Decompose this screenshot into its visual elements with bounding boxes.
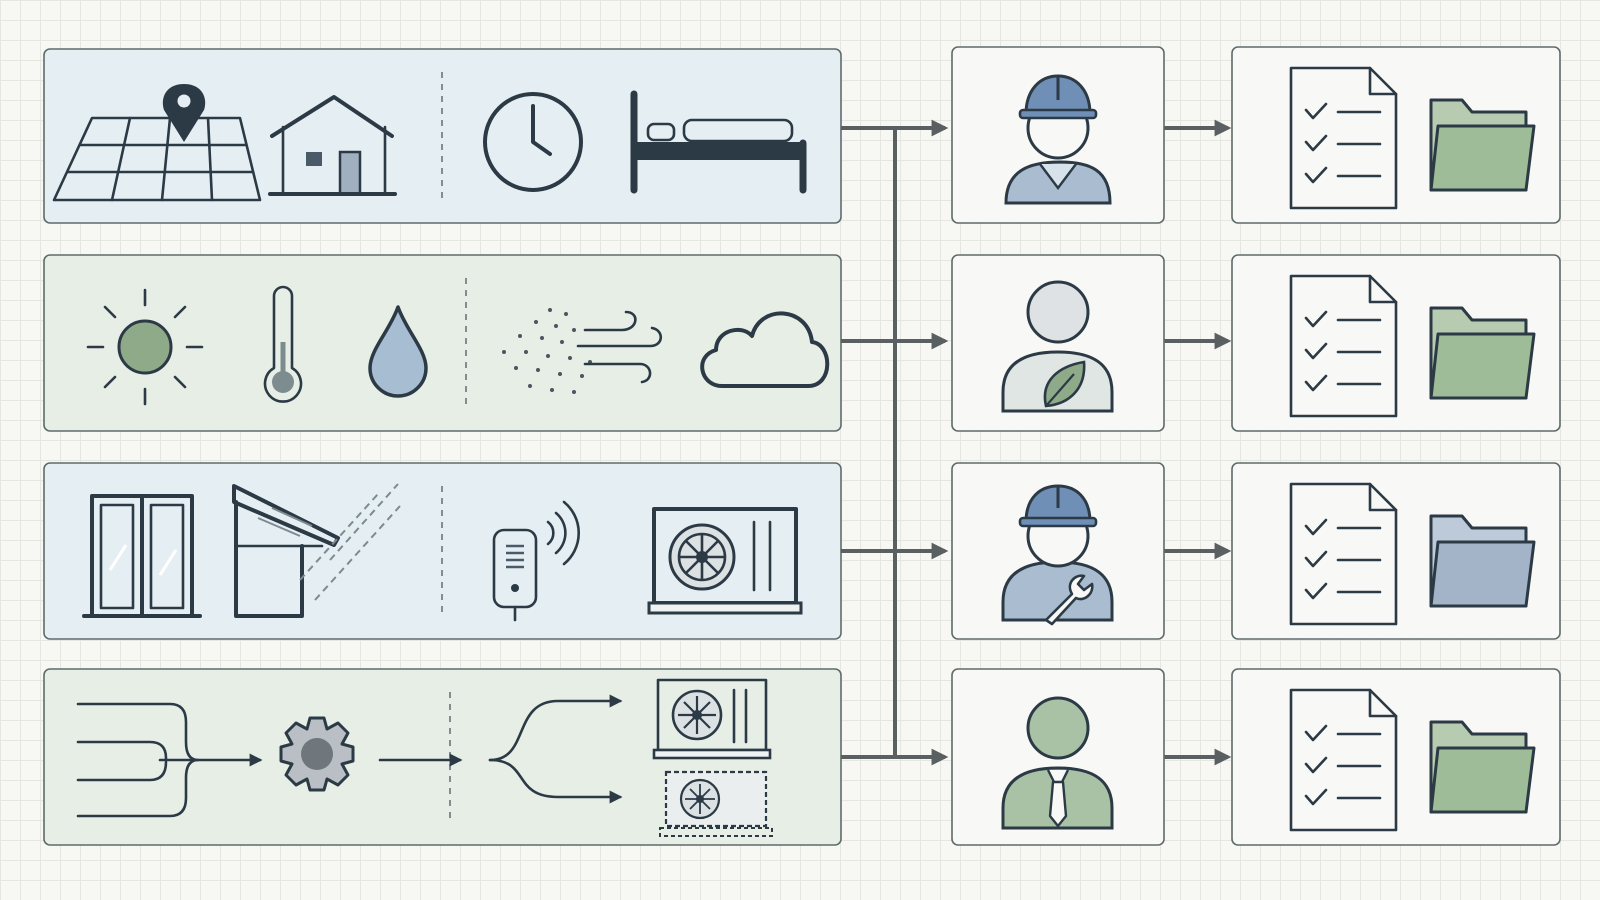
sun-icon <box>86 288 204 406</box>
checklist-document-icon <box>1289 688 1398 832</box>
checklist-document-icon <box>1289 482 1398 626</box>
environmental-expert-leaf-icon <box>1001 280 1114 413</box>
technician-wrench-icon <box>1001 484 1114 626</box>
green-folder-icon <box>1429 306 1536 400</box>
heat-pump-unit-icon <box>652 678 772 760</box>
green-folder-icon <box>1429 98 1536 192</box>
checklist-document-icon <box>1289 274 1398 418</box>
clock-icon <box>483 92 583 192</box>
thermometer-icon <box>263 285 303 403</box>
green-folder-icon <box>1429 720 1536 814</box>
wind-particles-icon <box>502 308 663 394</box>
wireless-sensor-icon <box>492 500 581 622</box>
window-icon <box>82 494 202 618</box>
manager-tie-icon <box>1001 696 1114 830</box>
heat-pump-unit-icon <box>647 507 803 615</box>
bed-icon <box>630 90 807 194</box>
gear-icon <box>279 716 355 792</box>
branching-arrows-icon <box>488 694 623 804</box>
house-icon <box>268 95 397 196</box>
checklist-document-icon <box>1289 66 1398 210</box>
cloud-icon <box>700 311 830 388</box>
water-drop-icon <box>368 305 428 398</box>
blue-folder-icon <box>1429 514 1536 608</box>
roof-overhang-icon <box>232 483 401 618</box>
engineer-hard-hat-icon <box>1004 74 1112 205</box>
output-connectors <box>1160 119 1232 766</box>
connector-bus <box>841 119 949 766</box>
optional-heat-pump-icon <box>659 770 773 837</box>
merging-inputs-icon <box>76 702 263 818</box>
map-pin-icon <box>52 84 262 202</box>
